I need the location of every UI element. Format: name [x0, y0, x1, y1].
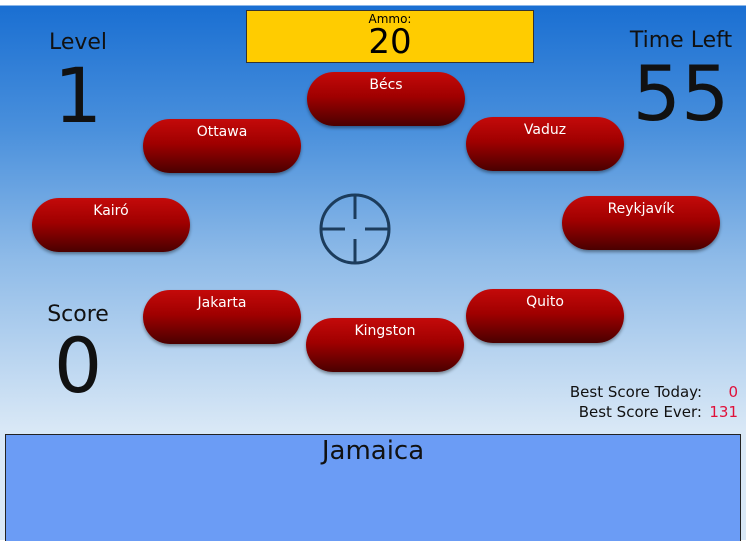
- score-label: Score: [47, 302, 109, 327]
- target-label: Jakarta: [197, 295, 247, 311]
- target-button[interactable]: Kingston: [306, 318, 464, 372]
- best-ever-value: 131: [709, 403, 738, 421]
- time-left-label: Time Left: [629, 28, 733, 53]
- target-button[interactable]: Jakarta: [143, 290, 301, 344]
- target-label: Bécs: [369, 77, 403, 93]
- best-today-label: Best Score Today:: [569, 383, 702, 401]
- target-label: Kairó: [93, 203, 129, 219]
- best-score-today: Best Score Today: 0: [570, 383, 738, 401]
- target-label: Reykjavík: [607, 201, 675, 217]
- best-today-value: 0: [728, 383, 738, 401]
- crosshair-icon: [319, 193, 391, 265]
- level-value: 1: [53, 51, 103, 140]
- target-button[interactable]: Reykjavík: [562, 196, 720, 250]
- target-label: Ottawa: [196, 124, 248, 140]
- target-label: Vaduz: [523, 122, 567, 138]
- target-button[interactable]: Vaduz: [466, 117, 624, 171]
- target-button[interactable]: Quito: [466, 289, 624, 343]
- ammo-value: 20: [368, 22, 412, 62]
- target-label: Kingston: [354, 323, 416, 339]
- target-button[interactable]: Bécs: [307, 72, 465, 126]
- time-left-value: 55: [632, 49, 730, 138]
- ammo-panel: Ammo: 20: [246, 10, 534, 63]
- question-text: Jamaica: [321, 436, 425, 466]
- best-score-ever: Best Score Ever: 131: [579, 403, 738, 421]
- target-button[interactable]: Ottawa: [143, 119, 301, 173]
- question-panel: Jamaica: [5, 434, 741, 541]
- level-label: Level: [48, 30, 108, 55]
- best-ever-label: Best Score Ever:: [578, 403, 702, 421]
- target-button[interactable]: Kairó: [32, 198, 190, 252]
- ammo-label: Ammo:: [368, 12, 412, 26]
- score-value: 0: [53, 321, 103, 410]
- target-label: Quito: [526, 294, 564, 310]
